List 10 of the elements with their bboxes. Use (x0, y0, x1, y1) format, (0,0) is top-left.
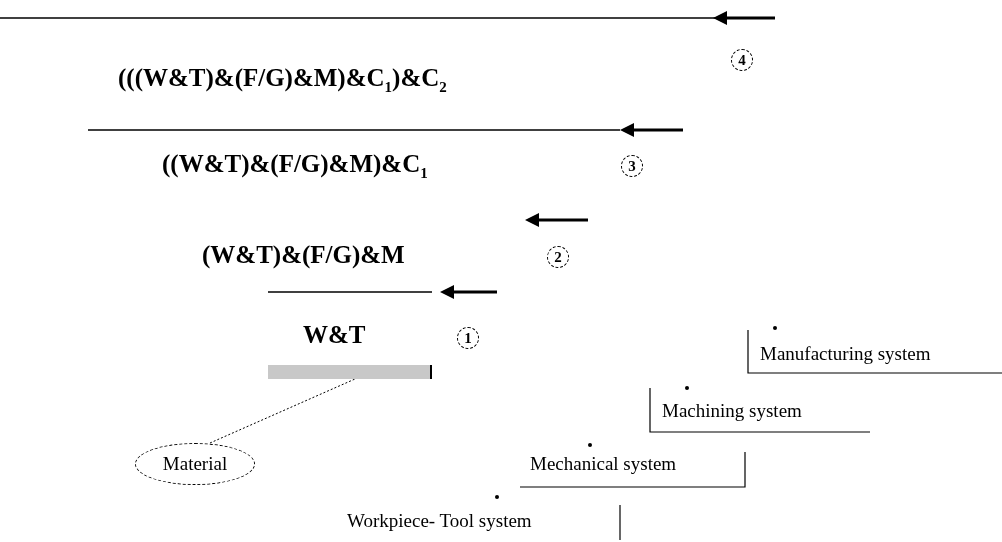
system-label: Workpiece- Tool system (347, 510, 532, 532)
material-bar (268, 365, 432, 379)
formula-label: (((W&T)&(F/G)&M)&C$_{1}$)&C$_{2}$ (118, 64, 447, 96)
formula-label: (W&T)&(F/G)&M (202, 241, 405, 269)
formula-label: W&T (303, 321, 366, 349)
formula-label: ((W&T)&(F/G)&M)&C$_{1}$ (162, 150, 428, 182)
system-label: Manufacturing system (760, 343, 931, 365)
system-label: Machining system (662, 400, 802, 422)
leader-line (209, 378, 356, 444)
system-label: Mechanical system (530, 453, 677, 475)
